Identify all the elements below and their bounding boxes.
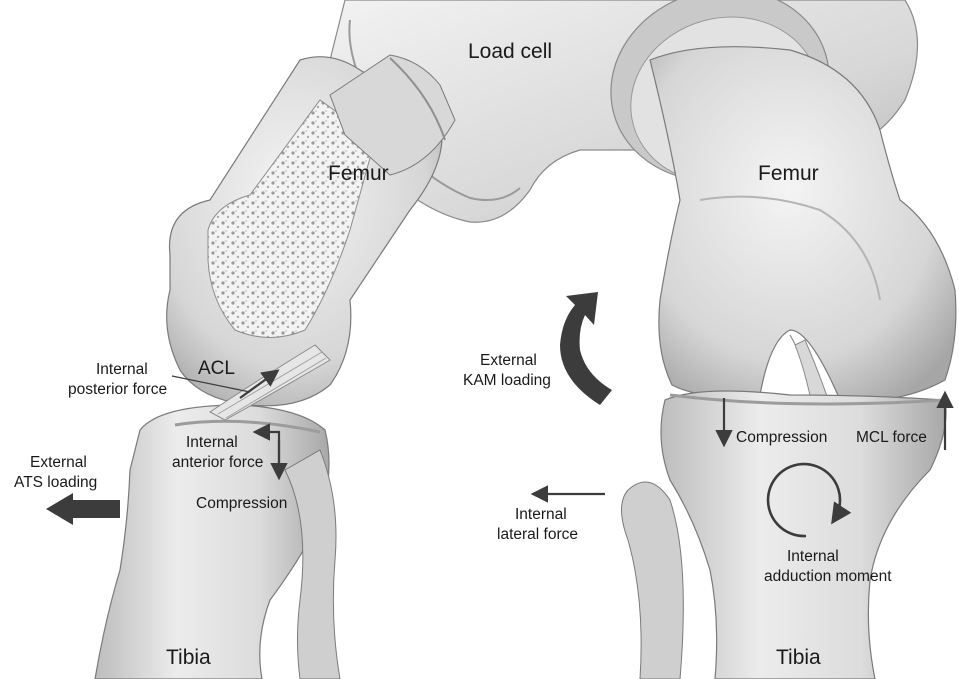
kam-loading-arrow xyxy=(560,292,612,405)
mcl-force-label: MCL force xyxy=(856,429,927,446)
ats-loading-arrow xyxy=(46,493,120,525)
load-cell-label: Load cell xyxy=(468,40,552,63)
femur-right-label: Femur xyxy=(758,162,819,185)
internal-posterior-force-label: Internal posterior force xyxy=(68,361,167,398)
external-ats-loading-label: External ATS loading xyxy=(14,454,97,491)
tibia-left-label: Tibia xyxy=(166,646,211,669)
compression-left-label: Compression xyxy=(196,495,287,512)
external-kam-loading-label: External KAM loading xyxy=(463,352,551,389)
acl-label: ACL xyxy=(198,358,235,379)
compression-right-label: Compression xyxy=(736,429,827,446)
femur-left-label: Femur xyxy=(328,162,389,185)
tibia-right-label: Tibia xyxy=(776,646,821,669)
internal-lateral-force-label: Internal lateral force xyxy=(497,506,578,543)
